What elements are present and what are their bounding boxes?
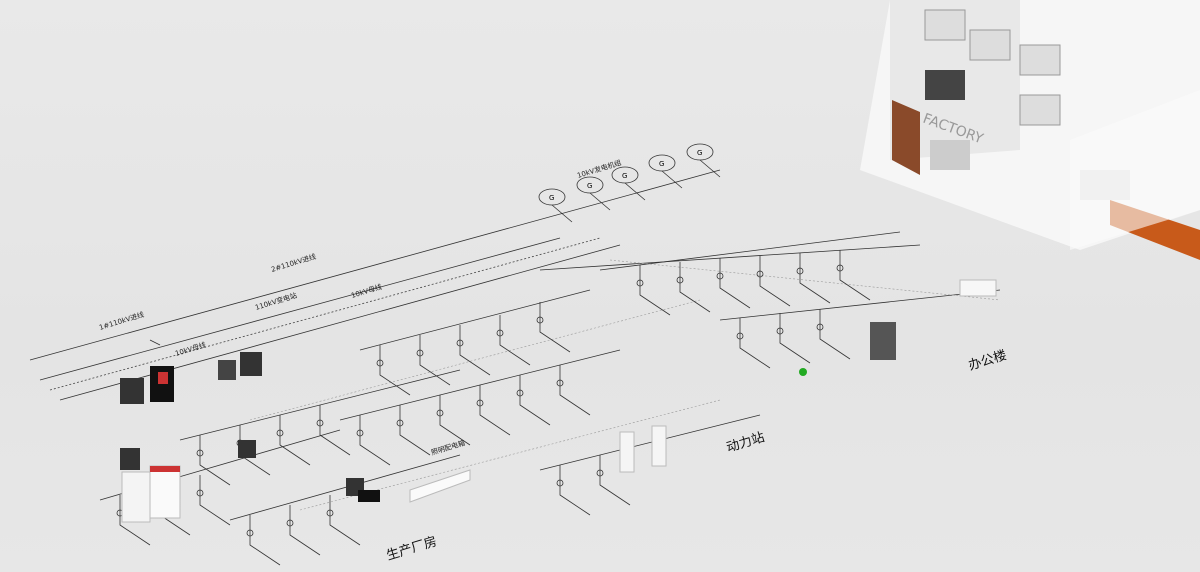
- transformer-icon: [436, 409, 444, 417]
- transformer-icon: [416, 349, 424, 357]
- transformer-icon: [756, 270, 764, 278]
- transformer-icon: [536, 316, 544, 324]
- feeder-line: [199, 435, 231, 486]
- transformer-icon: [556, 479, 564, 487]
- feeder-line: [799, 253, 831, 304]
- transformer-icon: [676, 276, 684, 284]
- devices: [120, 279, 997, 523]
- feeder-line: [359, 415, 391, 466]
- transformer-icon: [316, 419, 324, 427]
- feeder-line: [279, 415, 311, 466]
- substation-label: 110kV变电站: [254, 291, 298, 312]
- feeder-line: [719, 258, 751, 309]
- feeder-line: [439, 395, 471, 446]
- transformer-icon: [816, 323, 824, 331]
- feeder-line: [759, 256, 791, 307]
- transformer-icon: [246, 529, 254, 537]
- feeder-line: [319, 405, 351, 456]
- transformer-icon: [516, 389, 524, 397]
- svg-text:G: G: [587, 182, 592, 190]
- incoming-1-label: 1#110kV进线: [98, 310, 145, 332]
- cabinet: [121, 471, 151, 523]
- transformer-icon: [276, 429, 284, 437]
- status-indicator: [799, 368, 807, 376]
- gateway-device: [959, 279, 997, 297]
- transformer-icon: [596, 469, 604, 477]
- feeder-line: [419, 335, 451, 386]
- feeder-line: [679, 262, 711, 313]
- incoming-2-label: 2#110kV进线: [270, 252, 317, 274]
- generator-icon: G: [648, 154, 683, 189]
- feeder-line: [559, 365, 591, 416]
- transformer-icon: [776, 327, 784, 335]
- area-power-station: 动力站: [725, 430, 767, 456]
- feeder-line: [779, 313, 811, 364]
- feeder-line: [249, 515, 281, 566]
- meter-device: [218, 360, 236, 380]
- transformer-icon: [556, 379, 564, 387]
- transformer-icon: [196, 489, 204, 497]
- transformer-icon: [396, 419, 404, 427]
- wood-panel: [892, 100, 920, 175]
- feeder-line: [519, 375, 551, 426]
- feeder-line: [329, 495, 361, 546]
- svg-text:G: G: [549, 194, 554, 202]
- area-office: 办公楼: [967, 348, 1009, 374]
- cabinet: [149, 465, 181, 519]
- generator-icon: G: [538, 188, 573, 223]
- generator-icon: G: [576, 176, 611, 211]
- feeder-line: [819, 309, 851, 360]
- transformer-icon: [326, 509, 334, 517]
- transformer-icon: [496, 329, 504, 337]
- generator-icon: G: [611, 166, 646, 201]
- meter-device: [120, 378, 144, 404]
- transformer-icon: [736, 332, 744, 340]
- svg-text:G: G: [697, 149, 702, 157]
- factory-building: FACTORY: [860, 0, 1200, 260]
- feeder-line: [559, 465, 591, 516]
- generators-label: 10kV发电机组: [576, 158, 622, 180]
- generator-icon: G: [686, 143, 721, 178]
- transformer-icon: [356, 429, 364, 437]
- feeder-line: [639, 265, 671, 316]
- bus-10kv-label-a: 10kV母线: [174, 340, 207, 358]
- transformer-icon: [476, 399, 484, 407]
- feeder-line: [599, 455, 631, 506]
- feeder-line: [479, 385, 511, 436]
- generator-group: G G G G G: [538, 143, 721, 223]
- distribution-cabinet: [870, 322, 896, 360]
- transformer-icon: [836, 264, 844, 272]
- transformer-icon: [796, 267, 804, 275]
- feeder-line: [539, 302, 571, 353]
- feeder-line: [379, 345, 411, 396]
- transformer-icon: [456, 339, 464, 347]
- feeder-line: [289, 505, 321, 556]
- feeder-line: [499, 315, 531, 366]
- feeder-line: [739, 318, 771, 369]
- feeder-line: [199, 475, 231, 526]
- feeder-line: [839, 250, 871, 301]
- charging-pile: [651, 425, 667, 467]
- lighting-box-label: 照明配电箱: [430, 438, 466, 457]
- meter-device: [240, 352, 262, 376]
- transformer-icon: [716, 272, 724, 280]
- transformer-icon: [376, 359, 384, 367]
- svg-text:G: G: [659, 160, 664, 168]
- charging-pile: [619, 431, 635, 473]
- bus-10kv-label-b: 10kV母线: [350, 282, 383, 300]
- feeder-drops: [116, 250, 871, 566]
- meter-device: [238, 440, 256, 458]
- transformer-icon: [286, 519, 294, 527]
- feeder-line: [459, 325, 491, 376]
- area-production: 生产厂房: [384, 533, 438, 564]
- feeder-line: [119, 495, 151, 546]
- meter-device: [120, 448, 140, 470]
- lighting-controller: [409, 469, 471, 503]
- feeder-line: [399, 405, 431, 456]
- display-meter: [358, 490, 380, 502]
- svg-text:G: G: [622, 172, 627, 180]
- transformer-icon: [196, 449, 204, 457]
- transformer-icon: [636, 279, 644, 287]
